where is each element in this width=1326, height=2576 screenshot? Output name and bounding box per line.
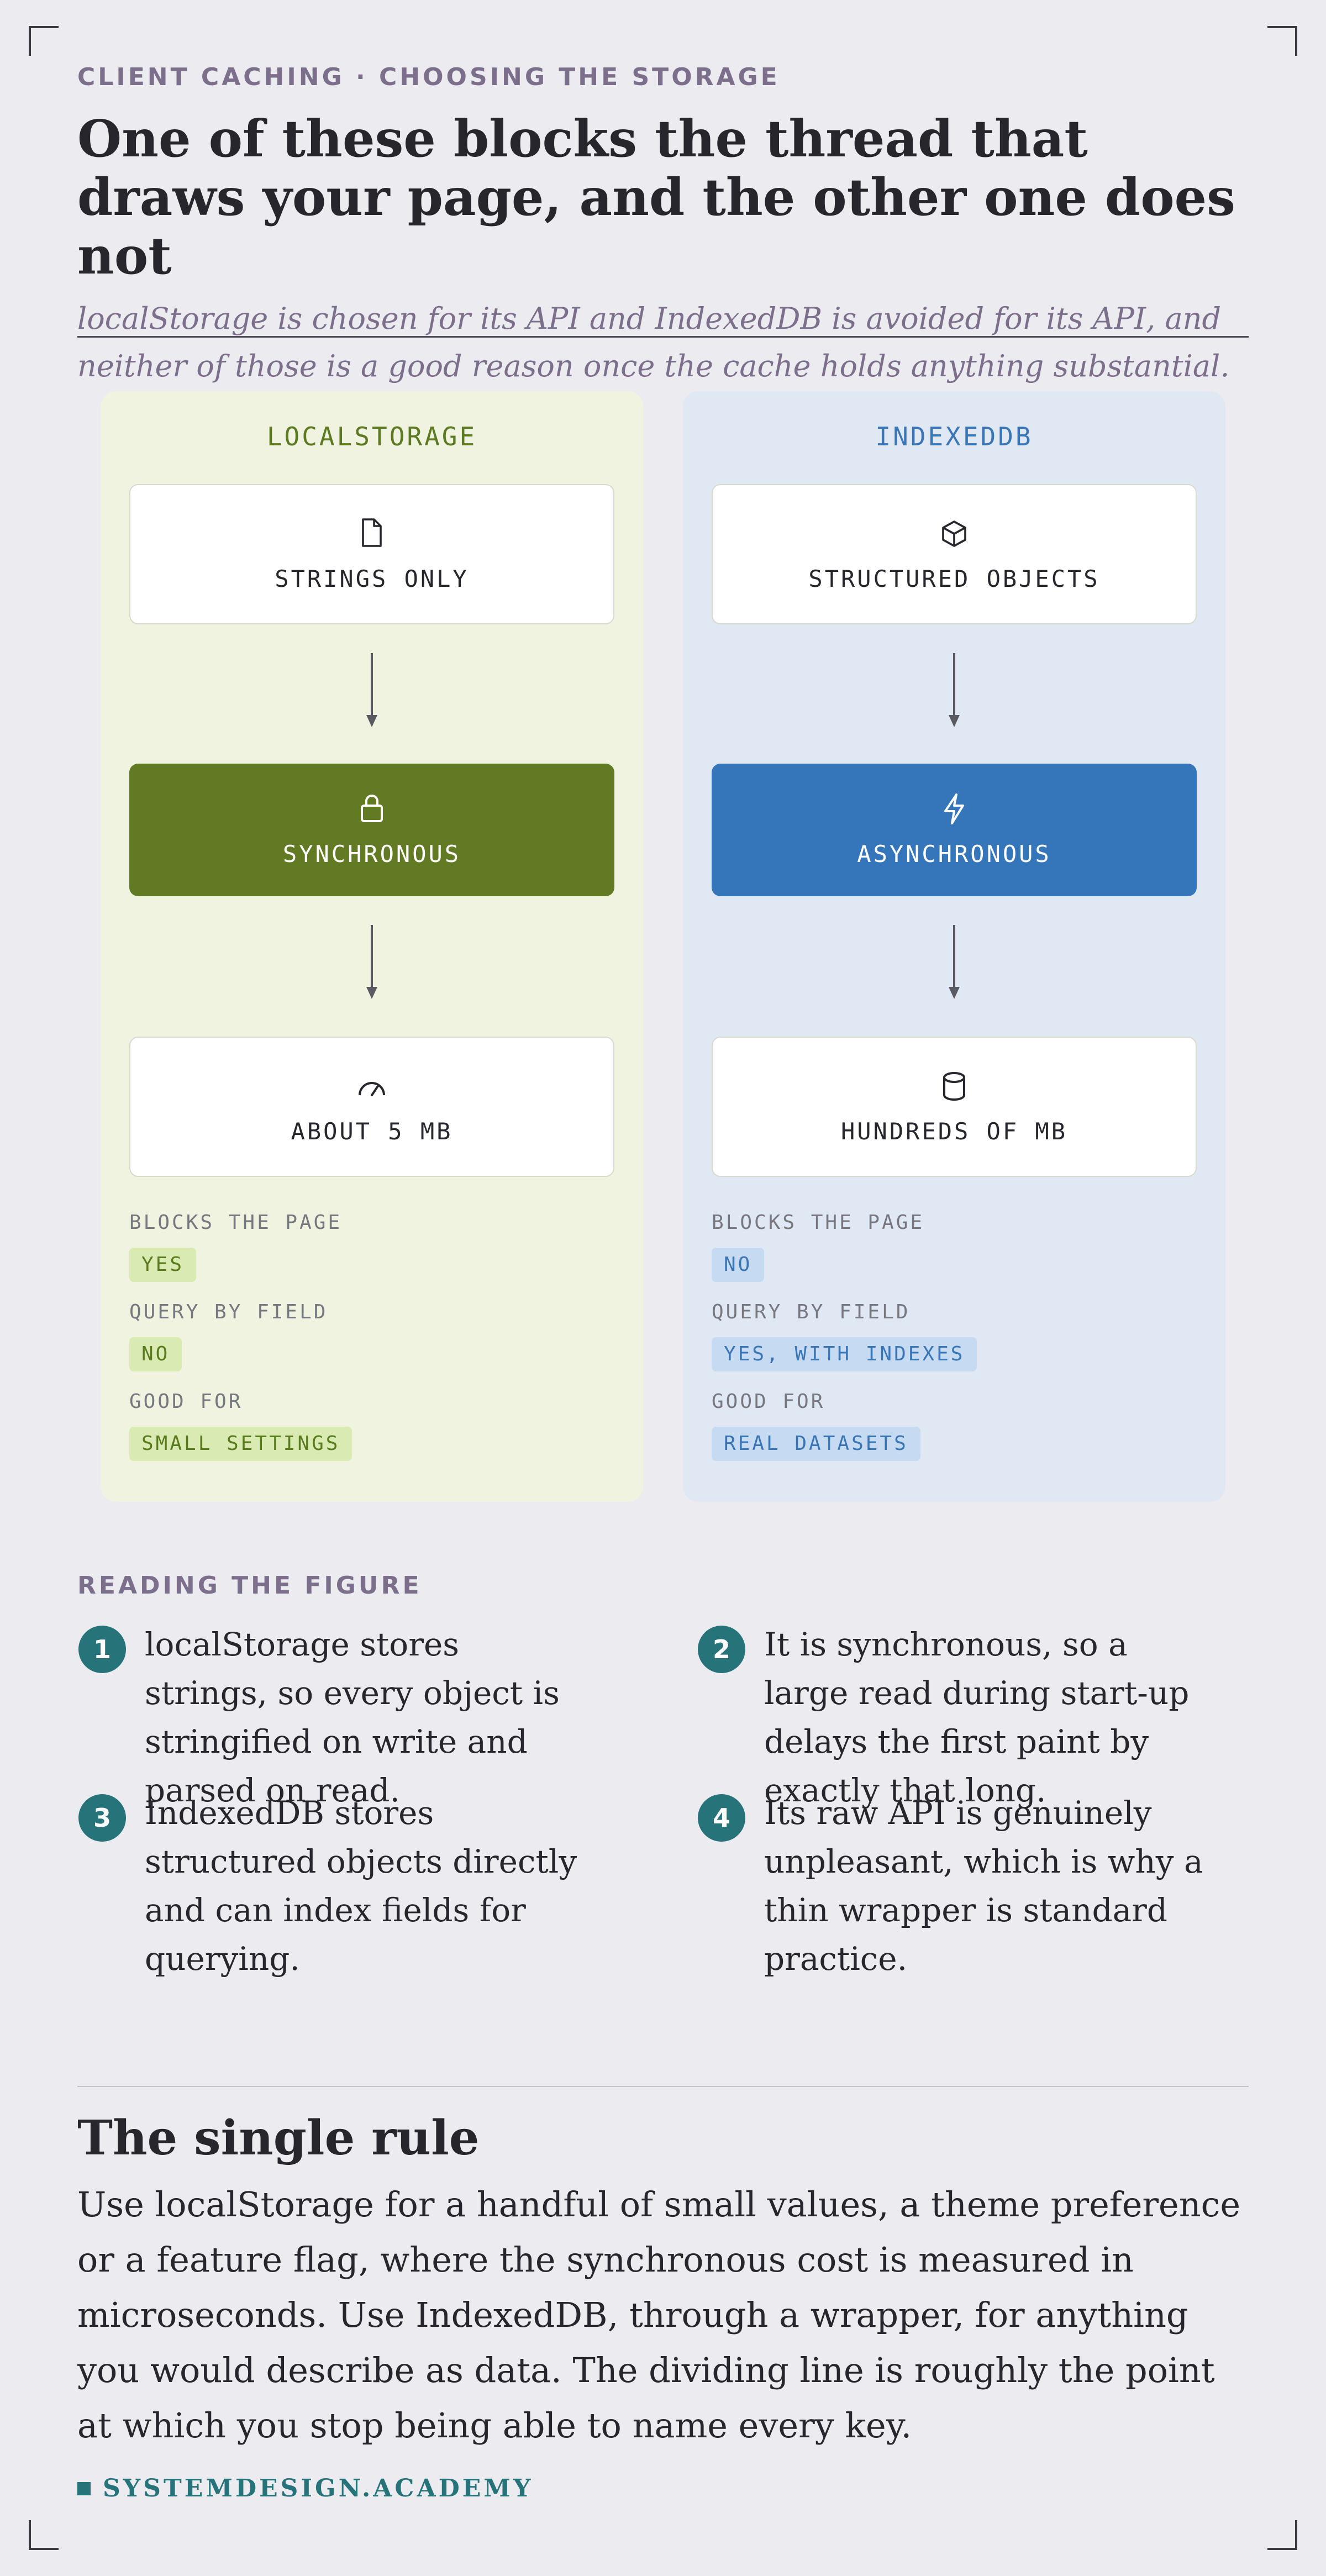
arrow-down-icon [683,925,1225,1005]
step-box-size: HUNDREDS OF MB [712,1037,1197,1177]
step-box-size: ABOUT 5 MB [129,1037,614,1177]
facts-list: BLOCKS THE PAGE NO QUERY BY FIELD YES, W… [712,1209,1197,1478]
step-box-asynchronous: ASYNCHRONOUS [712,764,1197,896]
reading-note: 2 It is synchronous, so a large read dur… [698,1620,1206,1815]
note-number-badge: 3 [78,1794,126,1842]
panel-indexeddb: INDEXEDDB STRUCTURED OBJECTS ASYNCHRONOU… [683,391,1225,1502]
step-label: STRUCTURED OBJECTS [808,565,1100,592]
lightning-icon [712,792,1197,828]
page-title: One of these blocks the thread that draw… [77,109,1235,286]
fact-value: NO [129,1337,182,1371]
fact-label: GOOD FOR [129,1390,243,1413]
note-number-badge: 1 [78,1626,126,1673]
note-text: localStorage stores strings, so every ob… [145,1626,560,1809]
corner-mark-top-left [29,26,59,56]
fact-value: NO [712,1248,765,1282]
header: CLIENT CACHING · CHOOSING THE STORAGE On… [77,60,1249,390]
reading-note: 1 localStorage stores strings, so every … [78,1620,587,1815]
note-number-badge: 4 [698,1794,745,1842]
fact-label: GOOD FOR [712,1390,825,1413]
fact-value: REAL DATASETS [712,1427,920,1461]
step-box-structured: STRUCTURED OBJECTS [712,484,1197,624]
corner-mark-bottom-right [1267,2520,1297,2550]
header-divider [77,336,1249,338]
brand-footer: SYSTEMDESIGN.ACADEMY [77,2474,533,2503]
cube-icon [713,518,1196,551]
fact-label: QUERY BY FIELD [129,1301,328,1323]
rule-body: Use localStorage for a handful of small … [77,2184,1241,2446]
facts-list: BLOCKS THE PAGE YES QUERY BY FIELD NO GO… [129,1209,614,1478]
note-text: IndexedDB stores structured objects dire… [145,1794,577,1978]
step-label: ABOUT 5 MB [291,1118,453,1145]
note-text: It is synchronous, so a large read durin… [764,1626,1190,1809]
panel-localstorage: LOCALSTORAGE STRINGS ONLY SYNCHRONOUS AB… [101,391,643,1502]
fact-label: BLOCKS THE PAGE [129,1211,343,1234]
gauge-icon [130,1071,613,1102]
page-subtitle: localStorage is chosen for its API and I… [77,301,1230,383]
document-icon [130,518,613,549]
corner-mark-bottom-left [29,2520,59,2550]
arrow-down-icon [101,925,643,1005]
reading-heading: READING THE FIGURE [77,1571,422,1600]
panel-title: INDEXEDDB [875,422,1033,451]
fact-value: SMALL SETTINGS [129,1427,352,1461]
note-number-badge: 2 [698,1626,745,1673]
rule-heading: The single rule [77,2110,480,2166]
corner-mark-top-right [1267,26,1297,56]
fact-value: YES [129,1248,197,1282]
fact-label: QUERY BY FIELD [712,1301,911,1323]
reading-note: 4 Its raw API is genuinely unpleasant, w… [698,1789,1206,1983]
note-text: Its raw API is genuinely unpleasant, whi… [764,1794,1203,1978]
panel-title: LOCALSTORAGE [266,422,477,451]
step-box-strings: STRINGS ONLY [129,484,614,624]
eyebrow: CLIENT CACHING · CHOOSING THE STORAGE [77,63,780,91]
step-label: STRINGS ONLY [275,565,469,592]
arrow-down-icon [683,653,1225,733]
step-label: ASYNCHRONOUS [857,840,1051,868]
fact-value: YES, WITH INDEXES [712,1337,977,1371]
fact-label: BLOCKS THE PAGE [712,1211,925,1234]
reading-note: 3 IndexedDB stores structured objects di… [78,1789,587,1983]
lock-icon [129,792,614,826]
arrow-down-icon [101,653,643,733]
section-divider [77,2086,1249,2087]
brand-name: SYSTEMDESIGN.ACADEMY [103,2474,534,2503]
step-box-synchronous: SYNCHRONOUS [129,764,614,896]
step-label: HUNDREDS OF MB [840,1118,1067,1145]
brand-square-icon [77,2482,91,2495]
step-label: SYNCHRONOUS [282,840,461,868]
database-icon [713,1071,1196,1104]
